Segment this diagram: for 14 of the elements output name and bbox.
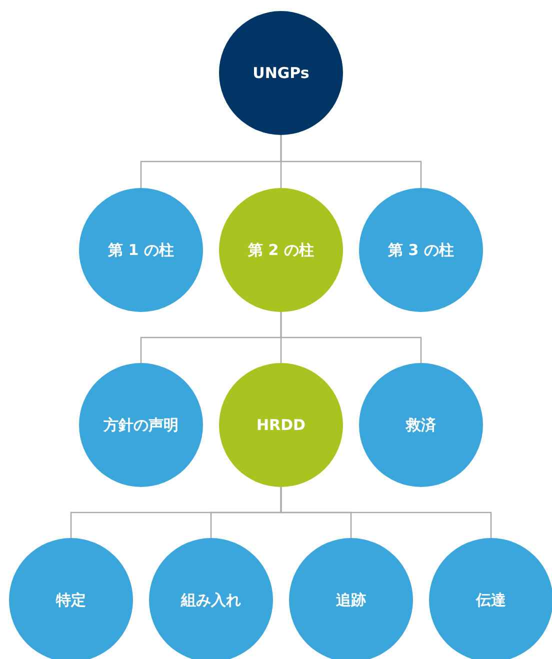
node-label: HRDD	[256, 416, 306, 434]
node-label: 方針の声明	[104, 416, 178, 434]
node-label: 追跡	[336, 590, 366, 610]
node-label: 救済	[406, 416, 436, 434]
connector-line	[280, 135, 422, 188]
node-label: 第 2 の柱	[248, 240, 314, 260]
node-label: UNGPs	[252, 64, 310, 82]
node-label: 第 1 の柱	[108, 240, 174, 260]
node-label: 第 3 の柱	[388, 240, 454, 260]
node-label: 伝達	[476, 590, 506, 610]
node-label: 組み入れ	[181, 590, 241, 610]
connector-line	[280, 312, 422, 363]
connector-line	[280, 487, 492, 538]
node-label: 特定	[56, 590, 86, 610]
